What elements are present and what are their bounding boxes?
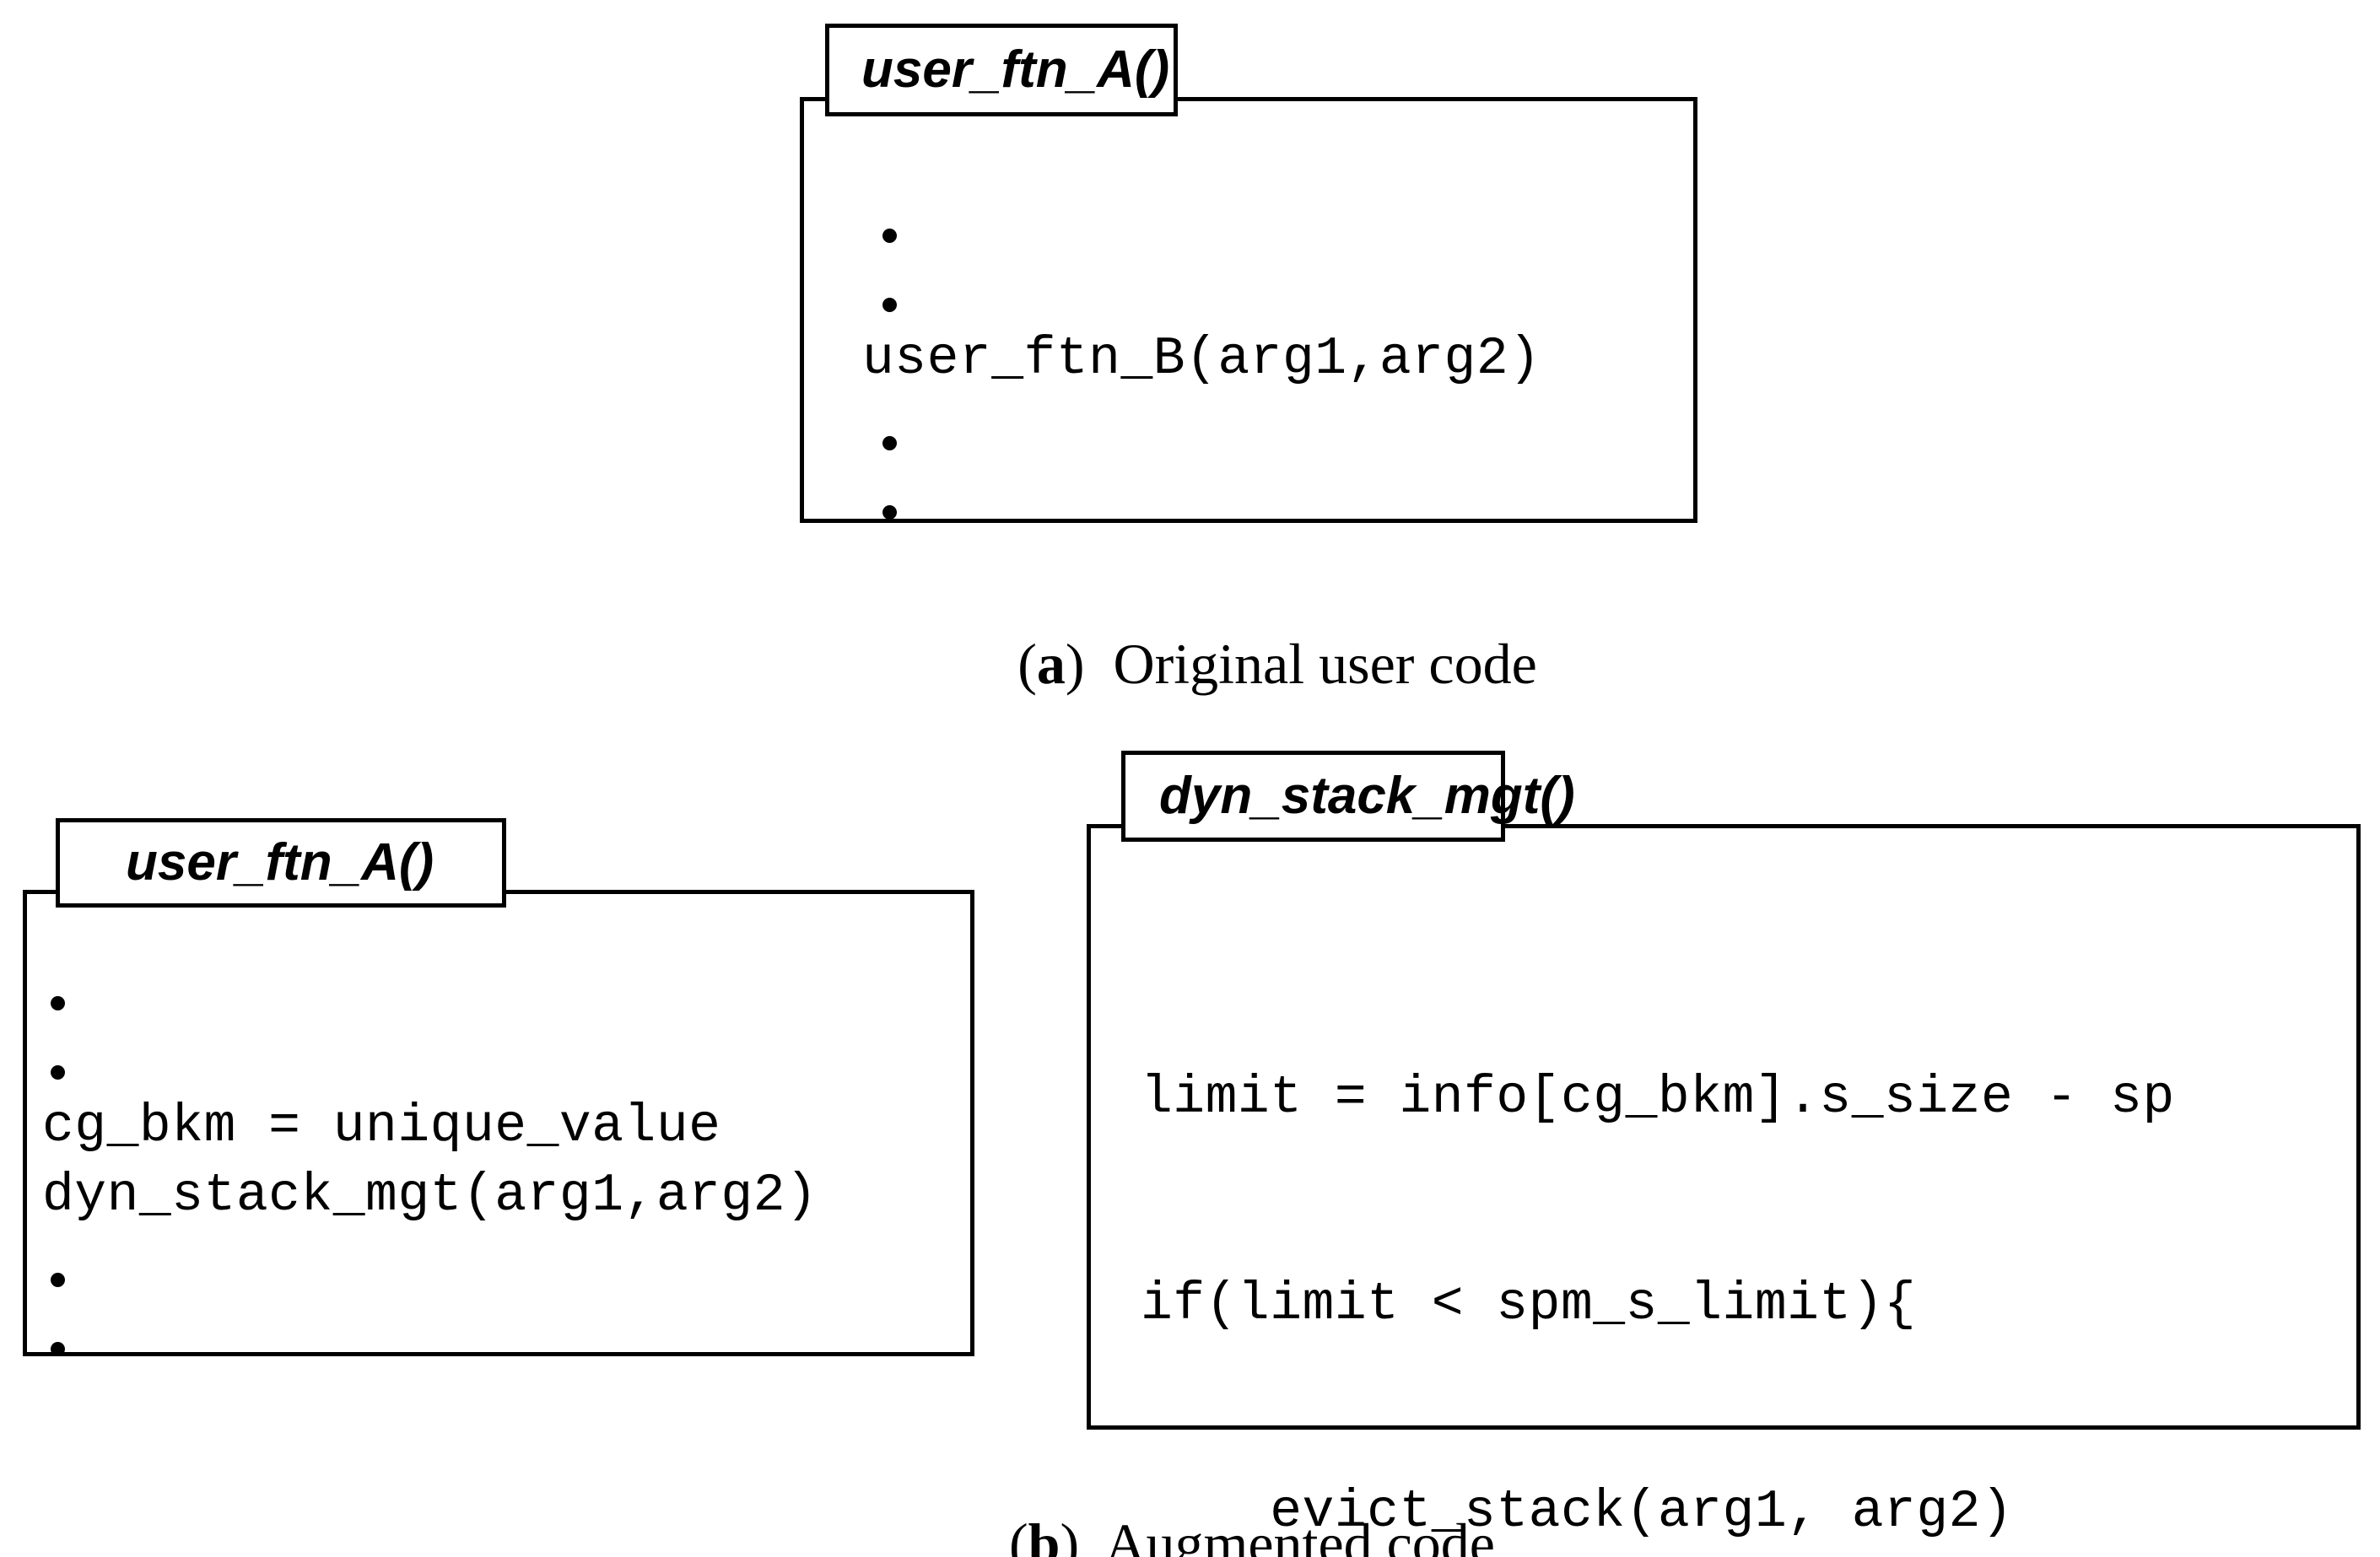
panel-b-right-package-body xyxy=(1087,824,2361,1430)
caption-a-open-paren: ( xyxy=(1017,632,1037,696)
panel-b-right-package-title: dyn_stack_mgt() xyxy=(1159,767,1575,825)
panel-a-caption: (a) Original user code xyxy=(800,578,1697,750)
caption-a-text: Original user code xyxy=(1084,632,1537,696)
code-line: limit = info[cg_bkm].s_size - sp xyxy=(1141,1067,2175,1128)
panel-b-caption: (b) Augmented code xyxy=(591,1457,1856,1557)
caption-b-open-paren: ( xyxy=(1008,1511,1028,1557)
panel-a-code-block: user_ftn_B(arg1,arg2) xyxy=(862,198,1541,1027)
panel-a-package-body xyxy=(800,97,1697,523)
caption-b-close-paren: ) xyxy=(1060,1511,1080,1557)
caption-b-text: Augmented code xyxy=(1079,1511,1495,1557)
panel-b-left-package-title: user_ftn_A() xyxy=(126,833,434,892)
caption-b-letter: b xyxy=(1028,1511,1060,1557)
code-line: evict_stack(arg1, arg2) xyxy=(1141,1482,2014,1543)
panel-a-package-title: user_ftn_A() xyxy=(861,40,1170,99)
code-line: dyn_stack_mgt(arg1,arg2) xyxy=(42,1166,818,1226)
panel-b-right-code-block: limit = info[cg_bkm].s_size - sp if(limi… xyxy=(1141,925,2175,1557)
panel-b-left-code-block: cg_bkm = unique_value dyn_stack_mgt(arg1… xyxy=(42,966,818,1557)
panel-b-right-package-tab: dyn_stack_mgt() xyxy=(1121,751,1575,842)
panel-a-package-tab: user_ftn_A() xyxy=(825,24,1178,116)
panel-b-left-package-tab: user_ftn_A() xyxy=(56,818,506,908)
caption-a-letter: a xyxy=(1036,632,1066,696)
panel-b-left-package-body xyxy=(23,890,974,1356)
code-line: cg_bkm = unique_value xyxy=(42,1096,721,1156)
code-line: user_ftn_B(arg1,arg2) xyxy=(862,329,1541,389)
code-line: if(limit < spm_s_limit){ xyxy=(1141,1274,1917,1335)
caption-a-close-paren: ) xyxy=(1065,632,1085,696)
